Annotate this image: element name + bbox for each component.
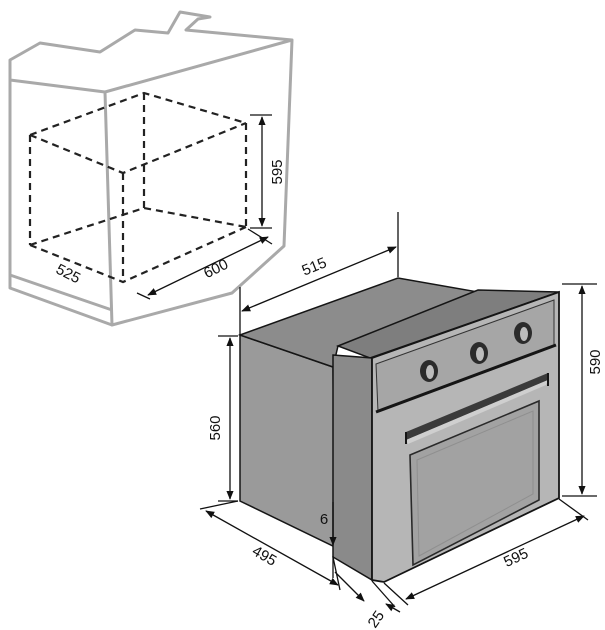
cabinet-width-label: 600 bbox=[201, 256, 231, 282]
oven-body-height-dimension: 560 bbox=[207, 335, 238, 502]
cabinet-inner-edge bbox=[8, 38, 293, 327]
oven bbox=[237, 277, 560, 583]
knob-left-icon bbox=[420, 360, 438, 382]
oven-front-width-label: 595 bbox=[501, 545, 531, 571]
oven-door-thickness-label: 25 bbox=[365, 608, 388, 630]
oven-bottom-gap-label: 6 bbox=[320, 511, 328, 528]
oven-body-height-label: 560 bbox=[207, 415, 224, 440]
cabinet-width-dimension: 600 bbox=[136, 228, 273, 300]
cabinet-outline bbox=[8, 10, 294, 327]
cabinet-height-dimension: 595 bbox=[250, 114, 286, 229]
oven-side-depth-label: 495 bbox=[249, 542, 279, 569]
control-panel-divider bbox=[375, 343, 557, 414]
knob-middle-icon bbox=[470, 342, 488, 364]
oven-front-height-label: 590 bbox=[587, 349, 604, 374]
oven-top-depth-label: 515 bbox=[300, 254, 330, 279]
cabinet-cutout-dashed bbox=[28, 91, 248, 284]
door-handle bbox=[405, 373, 549, 444]
knob-right-icon bbox=[514, 322, 532, 344]
oven-door-thickness-dimension: 25 bbox=[334, 571, 401, 630]
oven-door-edge bbox=[332, 354, 373, 582]
cabinet-niche bbox=[8, 10, 294, 327]
oven-front-height-dimension: 590 bbox=[562, 283, 604, 497]
cabinet-height-label: 595 bbox=[269, 159, 286, 184]
